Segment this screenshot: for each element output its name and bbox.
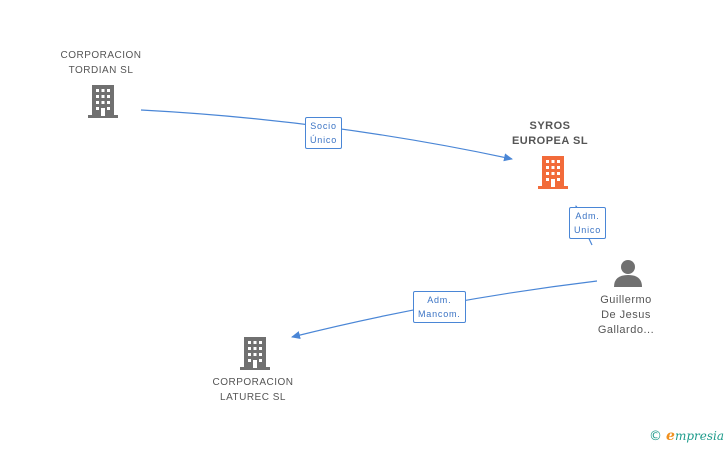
node-tordian-line-1: CORPORACION [60, 50, 142, 61]
relation-adm-mancom-line-1: Adm. [427, 295, 452, 305]
node-laturec-line-1: CORPORACION [212, 377, 294, 388]
node-syros-label[interactable]: SYROS EUROPEA SL [490, 119, 610, 149]
brand-initial: e [666, 428, 675, 444]
node-guillermo-line-3: Gallardo... [597, 324, 655, 336]
node-guillermo-line-1: Guillermo [600, 294, 652, 306]
building-icon[interactable] [536, 154, 570, 190]
empresia-logo[interactable]: ©empresia [649, 428, 724, 444]
node-syros-line-1: SYROS [529, 120, 571, 132]
relation-socio-line-2: Único [310, 135, 338, 145]
node-tordian-line-2: TORDIAN SL [68, 65, 134, 76]
relation-adm-mancom[interactable]: Adm. Mancom. [413, 291, 466, 323]
relation-adm-unico[interactable]: Adm. Unico [569, 207, 607, 239]
node-tordian-label[interactable]: CORPORACION TORDIAN SL [46, 48, 156, 78]
node-guillermo-label[interactable]: Guillermo De Jesus Gallardo... [580, 293, 672, 338]
relation-adm-unico-line-2: Unico [574, 225, 602, 235]
brand-name: mpresia [674, 429, 724, 443]
relation-adm-unico-line-1: Adm. [575, 211, 600, 221]
node-syros-line-2: EUROPEA SL [511, 135, 589, 147]
node-laturec-line-2: LATUREC SL [220, 392, 286, 403]
relation-socio-line-1: Socio [310, 121, 337, 131]
relation-socio-unico[interactable]: Socio Único [305, 117, 343, 149]
building-icon[interactable] [86, 83, 120, 119]
person-icon[interactable] [612, 258, 644, 288]
copyright-icon: © [649, 429, 663, 444]
node-laturec-label[interactable]: CORPORACION LATUREC SL [197, 375, 309, 405]
relation-adm-mancom-line-2: Mancom. [418, 309, 461, 319]
node-guillermo-line-2: De Jesus [601, 309, 651, 321]
building-icon[interactable] [238, 335, 272, 371]
